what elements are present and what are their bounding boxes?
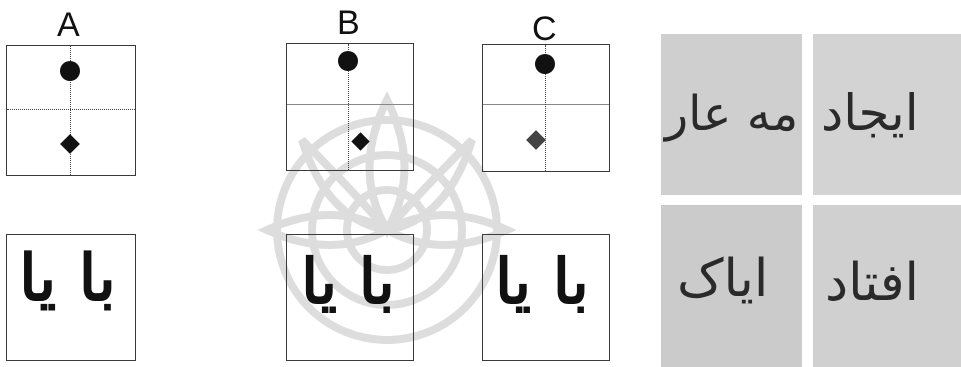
vertical-guide	[70, 46, 71, 175]
manuscript-photo-bottom-left: ایاک	[661, 205, 802, 367]
manuscript-photo-bottom-right: افتاد	[813, 205, 961, 367]
manuscript-text: ایاک	[677, 249, 769, 309]
calligraphy-sample: با یا	[301, 245, 395, 318]
calligraphy-sample: با یا	[495, 245, 589, 318]
vertical-guide	[545, 45, 546, 171]
panel-b-top	[286, 43, 414, 171]
label-b: B	[337, 4, 360, 42]
panel-b-bottom: با یا	[286, 234, 414, 361]
horizontal-guide	[287, 104, 413, 105]
manuscript-text: ایجاد	[821, 84, 919, 142]
label-a: A	[57, 6, 80, 44]
manuscript-text: مه عار	[665, 86, 799, 142]
dot-marker	[535, 54, 555, 74]
label-c: C	[532, 10, 557, 48]
horizontal-guide	[7, 109, 135, 110]
panel-a-bottom: با یا	[6, 234, 136, 361]
manuscript-photo-top-right: ایجاد	[813, 34, 961, 195]
panel-a-top	[6, 45, 136, 176]
diamond-marker	[526, 130, 546, 150]
dot-marker	[60, 61, 80, 81]
vertical-guide	[348, 44, 349, 170]
panel-c-bottom: با یا	[482, 234, 610, 361]
diamond-marker	[351, 132, 370, 151]
horizontal-guide	[483, 104, 609, 105]
diamond-marker	[60, 134, 80, 154]
dot-marker	[338, 51, 358, 71]
floral-watermark-icon	[257, 91, 517, 344]
calligraphy-sample: با یا	[19, 241, 116, 316]
manuscript-text: افتاد	[825, 253, 919, 313]
panel-c-top	[482, 44, 610, 172]
manuscript-photo-top-left: مه عار	[661, 34, 802, 195]
